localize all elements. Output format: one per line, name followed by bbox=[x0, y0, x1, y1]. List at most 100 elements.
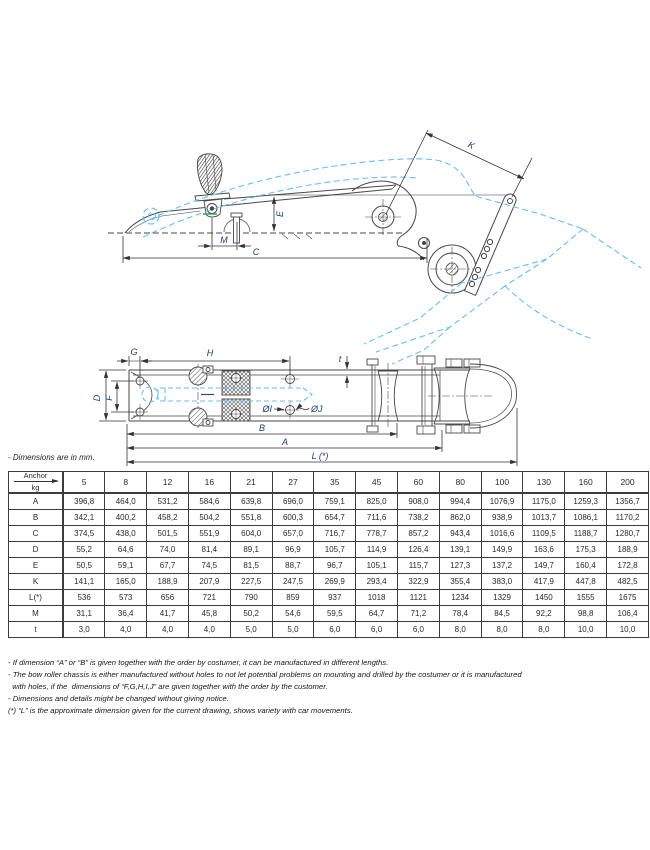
row-label: K bbox=[8, 573, 64, 590]
dim-M bbox=[198, 218, 251, 250]
column-header: 8 bbox=[104, 471, 148, 494]
dimension-value: 1259,3 bbox=[564, 492, 608, 510]
dimension-value: 1356,7 bbox=[606, 492, 649, 510]
dimension-value: 342,1 bbox=[62, 509, 106, 526]
dimension-value: 45,8 bbox=[187, 605, 231, 622]
dimension-value: 1188,7 bbox=[564, 525, 608, 542]
dimension-value: 551,8 bbox=[229, 509, 273, 526]
dimension-value: 4,0 bbox=[104, 621, 148, 638]
dimension-value: 857,2 bbox=[397, 525, 440, 542]
footnotes: - If dimension “A” or “B” is given toget… bbox=[8, 657, 644, 717]
dim-label-E: E bbox=[275, 210, 285, 217]
vertical-roller-plan bbox=[201, 370, 251, 422]
dimension-value: 322,9 bbox=[397, 573, 440, 590]
dimension-value: 227,5 bbox=[229, 573, 273, 590]
bow-roller-channel-side bbox=[124, 184, 397, 234]
dim-L bbox=[126, 408, 518, 466]
dimension-value: 396,8 bbox=[62, 492, 106, 510]
dimension-value: 50,5 bbox=[62, 557, 106, 574]
dim-C bbox=[122, 236, 428, 263]
dimensions-note: - Dimensions are in mm. bbox=[8, 453, 95, 462]
dimension-value: 89,1 bbox=[229, 541, 273, 558]
column-header: 130 bbox=[522, 471, 566, 494]
dimension-value: 355,4 bbox=[438, 573, 482, 590]
dimension-value: 54,6 bbox=[271, 605, 315, 622]
dim-F bbox=[111, 380, 134, 413]
dimension-value: 1675 bbox=[606, 589, 649, 606]
dimension-value: 1013,7 bbox=[522, 509, 566, 526]
dimension-value: 5,0 bbox=[229, 621, 273, 638]
column-header: 21 bbox=[229, 471, 273, 494]
dim-label-L: L (*) bbox=[312, 451, 329, 461]
dimension-value: 374,5 bbox=[62, 525, 106, 542]
dimension-value: 584,6 bbox=[187, 492, 231, 510]
dimension-value: 6,0 bbox=[397, 621, 440, 638]
dimension-value: 8,0 bbox=[438, 621, 482, 638]
footnote-line: (*) “L” is the approximate dimension giv… bbox=[8, 706, 353, 715]
dimension-value: 1175,0 bbox=[522, 492, 566, 510]
row-label: C bbox=[8, 525, 64, 542]
dimension-value: 31,1 bbox=[62, 605, 106, 622]
dim-label-H: H bbox=[207, 348, 214, 358]
dimension-value: 862,0 bbox=[438, 509, 482, 526]
dimension-value: 126,4 bbox=[397, 541, 440, 558]
dimension-value: 639,8 bbox=[229, 492, 273, 510]
dimension-value: 447,8 bbox=[564, 573, 608, 590]
column-header: 35 bbox=[313, 471, 357, 494]
dim-H bbox=[140, 356, 291, 374]
dim-K bbox=[385, 129, 533, 215]
dimension-value: 1121 bbox=[397, 589, 440, 606]
dimension-value: 160,4 bbox=[564, 557, 608, 574]
dimension-value: 55,2 bbox=[62, 541, 106, 558]
column-header: 160 bbox=[564, 471, 608, 494]
dimension-value: 501,5 bbox=[146, 525, 189, 542]
dimension-value: 1450 bbox=[522, 589, 566, 606]
dimension-value: 172,8 bbox=[606, 557, 649, 574]
dimension-value: 531,2 bbox=[146, 492, 189, 510]
dimension-value: 1016,6 bbox=[480, 525, 524, 542]
dimension-value: 943,4 bbox=[438, 525, 482, 542]
dimension-value: 165,0 bbox=[104, 573, 148, 590]
column-header: 16 bbox=[187, 471, 231, 494]
dimension-value: 4,0 bbox=[146, 621, 189, 638]
deck-baseline bbox=[108, 232, 403, 240]
dimension-value: 36,4 bbox=[104, 605, 148, 622]
footnote-line: - Dimensions and details might be change… bbox=[8, 694, 229, 703]
dimension-value: 600,3 bbox=[271, 509, 315, 526]
dimension-value: 790 bbox=[229, 589, 273, 606]
dimension-value: 464,0 bbox=[104, 492, 148, 510]
dimension-value: 163,6 bbox=[522, 541, 566, 558]
dimension-value: 59,1 bbox=[104, 557, 148, 574]
dimension-value: 105,7 bbox=[313, 541, 357, 558]
dimension-value: 114,9 bbox=[355, 541, 398, 558]
dimension-value: 269,9 bbox=[313, 573, 357, 590]
row-label: L(*) bbox=[8, 589, 64, 606]
dimension-value: 8,0 bbox=[522, 621, 566, 638]
dimension-value: 92,2 bbox=[522, 605, 566, 622]
column-header: 60 bbox=[397, 471, 440, 494]
dimension-value: 908,0 bbox=[397, 492, 440, 510]
dimension-value: 6,0 bbox=[313, 621, 357, 638]
technical-drawing: E M C K bbox=[92, 129, 642, 466]
dimension-value: 149,9 bbox=[480, 541, 524, 558]
dimension-value: 10,0 bbox=[564, 621, 608, 638]
handle-pin-plan bbox=[188, 364, 214, 429]
dimension-value: 711,6 bbox=[355, 509, 398, 526]
dimension-value: 149,7 bbox=[522, 557, 566, 574]
dimension-value: 1555 bbox=[564, 589, 608, 606]
dimension-value: 8,0 bbox=[480, 621, 524, 638]
dimension-value: 74,0 bbox=[146, 541, 189, 558]
dimension-value: 98,8 bbox=[564, 605, 608, 622]
dim-label-C: C bbox=[253, 247, 260, 257]
dimension-value: 50,2 bbox=[229, 605, 273, 622]
dimension-value: 139,1 bbox=[438, 541, 482, 558]
dimension-value: 115,7 bbox=[397, 557, 440, 574]
dimension-value: 504,2 bbox=[187, 509, 231, 526]
mounting-holes bbox=[132, 370, 299, 420]
